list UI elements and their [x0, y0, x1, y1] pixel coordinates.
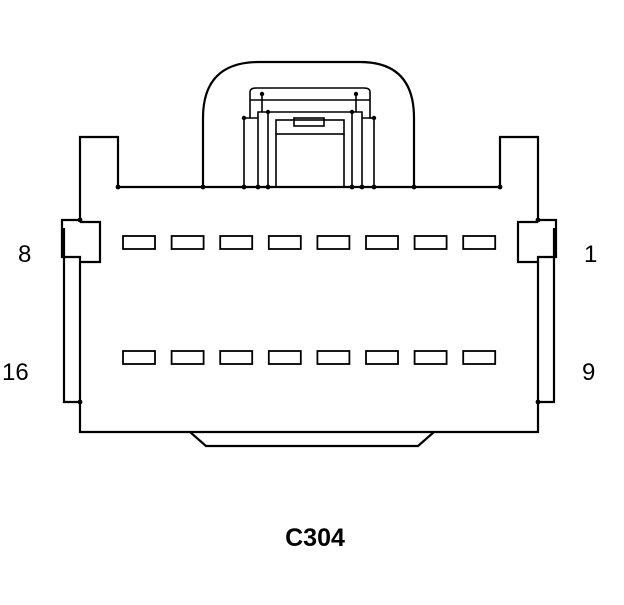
pin-cavity-13	[267, 350, 302, 365]
pin-label-top-left: 8	[18, 241, 31, 268]
pin-cavity-6	[219, 235, 254, 250]
pin-cavity-9	[462, 350, 497, 365]
pin-cavity-10	[413, 350, 448, 365]
pin-cavity-4	[316, 235, 351, 250]
pin-cavity-5	[267, 235, 302, 250]
pin-cavity-7	[170, 235, 205, 250]
connector-housing	[60, 135, 558, 448]
pin-cavity-8	[122, 235, 156, 250]
pin-label-bottom-right: 9	[582, 359, 595, 386]
pin-cavity-3	[365, 235, 399, 250]
pin-label-bottom-left: 16	[2, 359, 29, 386]
pin-cavity-16	[122, 350, 156, 365]
locking-latch	[201, 60, 416, 187]
connector-name: C304	[285, 524, 345, 552]
pin-cavity-1	[462, 235, 497, 250]
pin-cavity-2	[413, 235, 448, 250]
pin-cavity-12	[316, 350, 351, 365]
pin-cavity-14	[219, 350, 254, 365]
pin-cavity-15	[170, 350, 205, 365]
pin-cavity-11	[365, 350, 399, 365]
pin-cavities	[122, 235, 497, 365]
pin-label-top-right: 1	[584, 241, 597, 268]
